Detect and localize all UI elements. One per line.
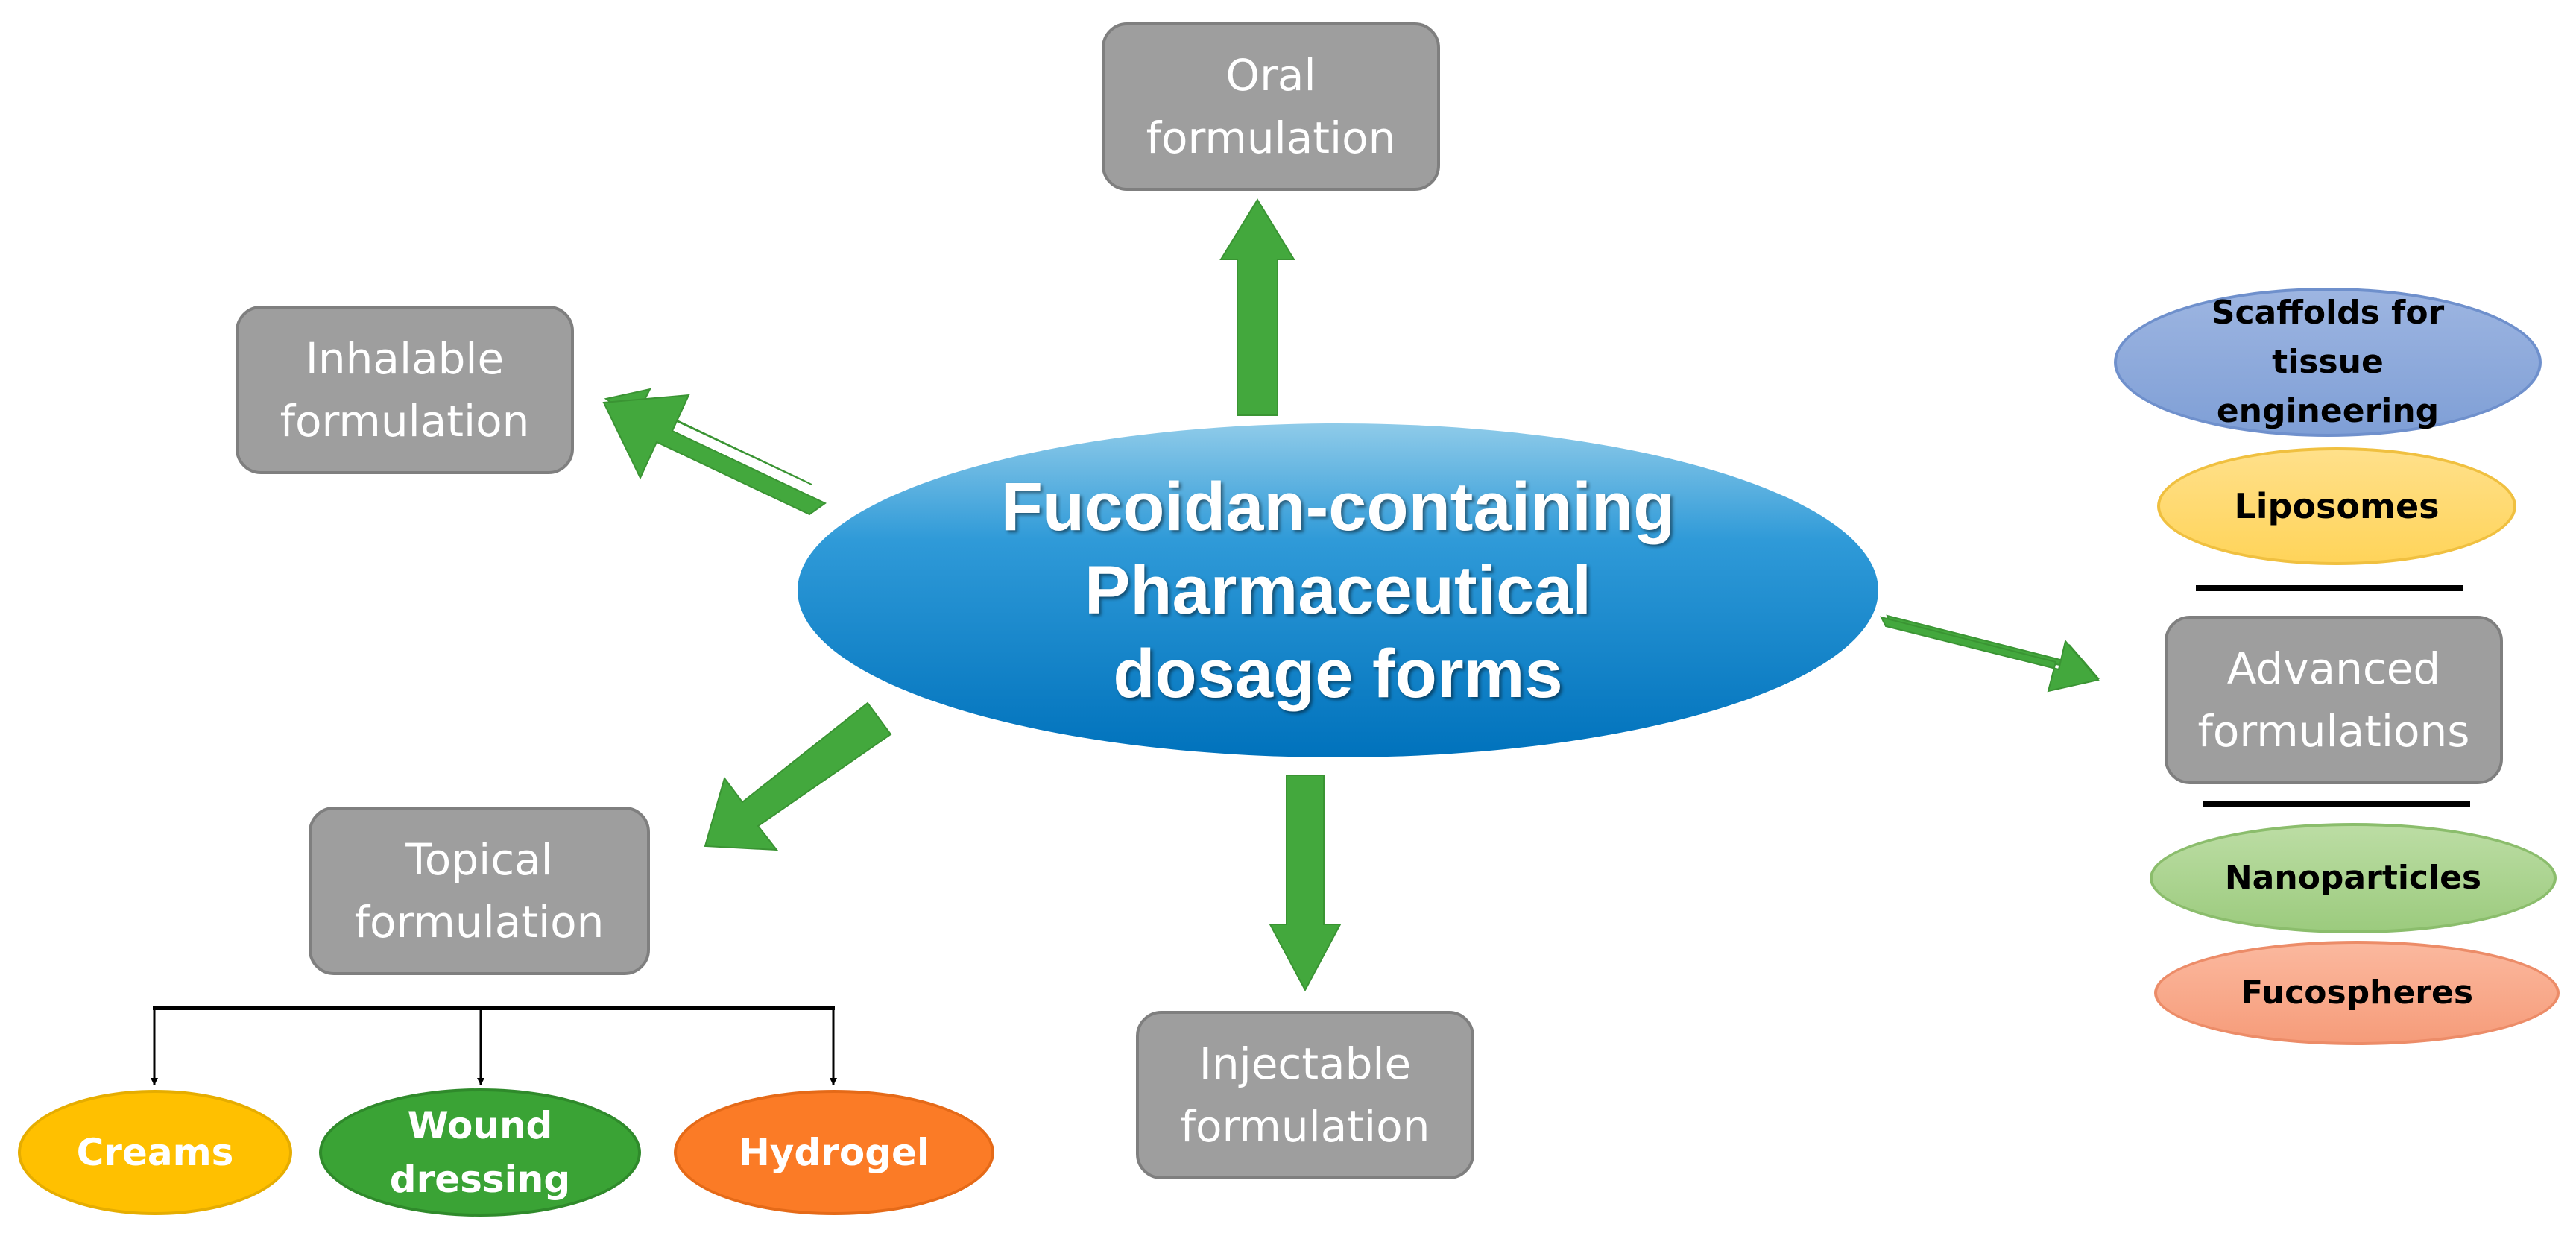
wound-dressing-oval: Wound dressing [319,1088,641,1217]
divider-lower [2203,801,2470,807]
arrow-to-injectable [1269,775,1342,992]
creams-oval: Creams [18,1090,292,1215]
injectable-formulation-box: Injectable formulation [1136,1011,1474,1179]
hydrogel-oval: Hydrogel [674,1090,994,1215]
arrow-to-advanced-body [1880,616,2100,693]
oral-formulation-box: Oral formulation [1102,22,1440,191]
arrow-to-topical [704,701,892,851]
inhalable-formulation-box: Inhalable formulation [236,306,574,474]
scaffolds-oval: Scaffolds for tissue engineering [2114,288,2542,437]
nanoparticles-oval: Nanoparticles [2150,823,2557,933]
divider-upper [2196,585,2463,591]
central-topic: Fucoidan-containing Pharmaceutical dosag… [798,423,1878,757]
fucospheres-oval: Fucospheres [2154,941,2560,1045]
advanced-formulations-box: Advanced formulations [2165,616,2503,784]
liposomes-oval: Liposomes [2157,447,2516,565]
topical-formulation-box: Topical formulation [309,807,650,975]
arrow-to-oral [1219,198,1295,416]
arrow-to-inhalable-body [602,394,827,516]
